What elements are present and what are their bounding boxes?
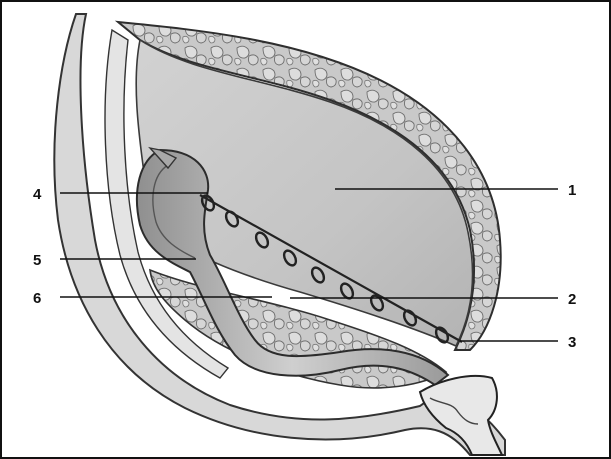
label-1: 1 <box>568 182 576 199</box>
label-2: 2 <box>568 291 576 308</box>
label-4: 4 <box>33 186 42 203</box>
label-3: 3 <box>568 334 576 351</box>
label-5: 5 <box>33 252 41 269</box>
label-6: 6 <box>33 290 41 307</box>
